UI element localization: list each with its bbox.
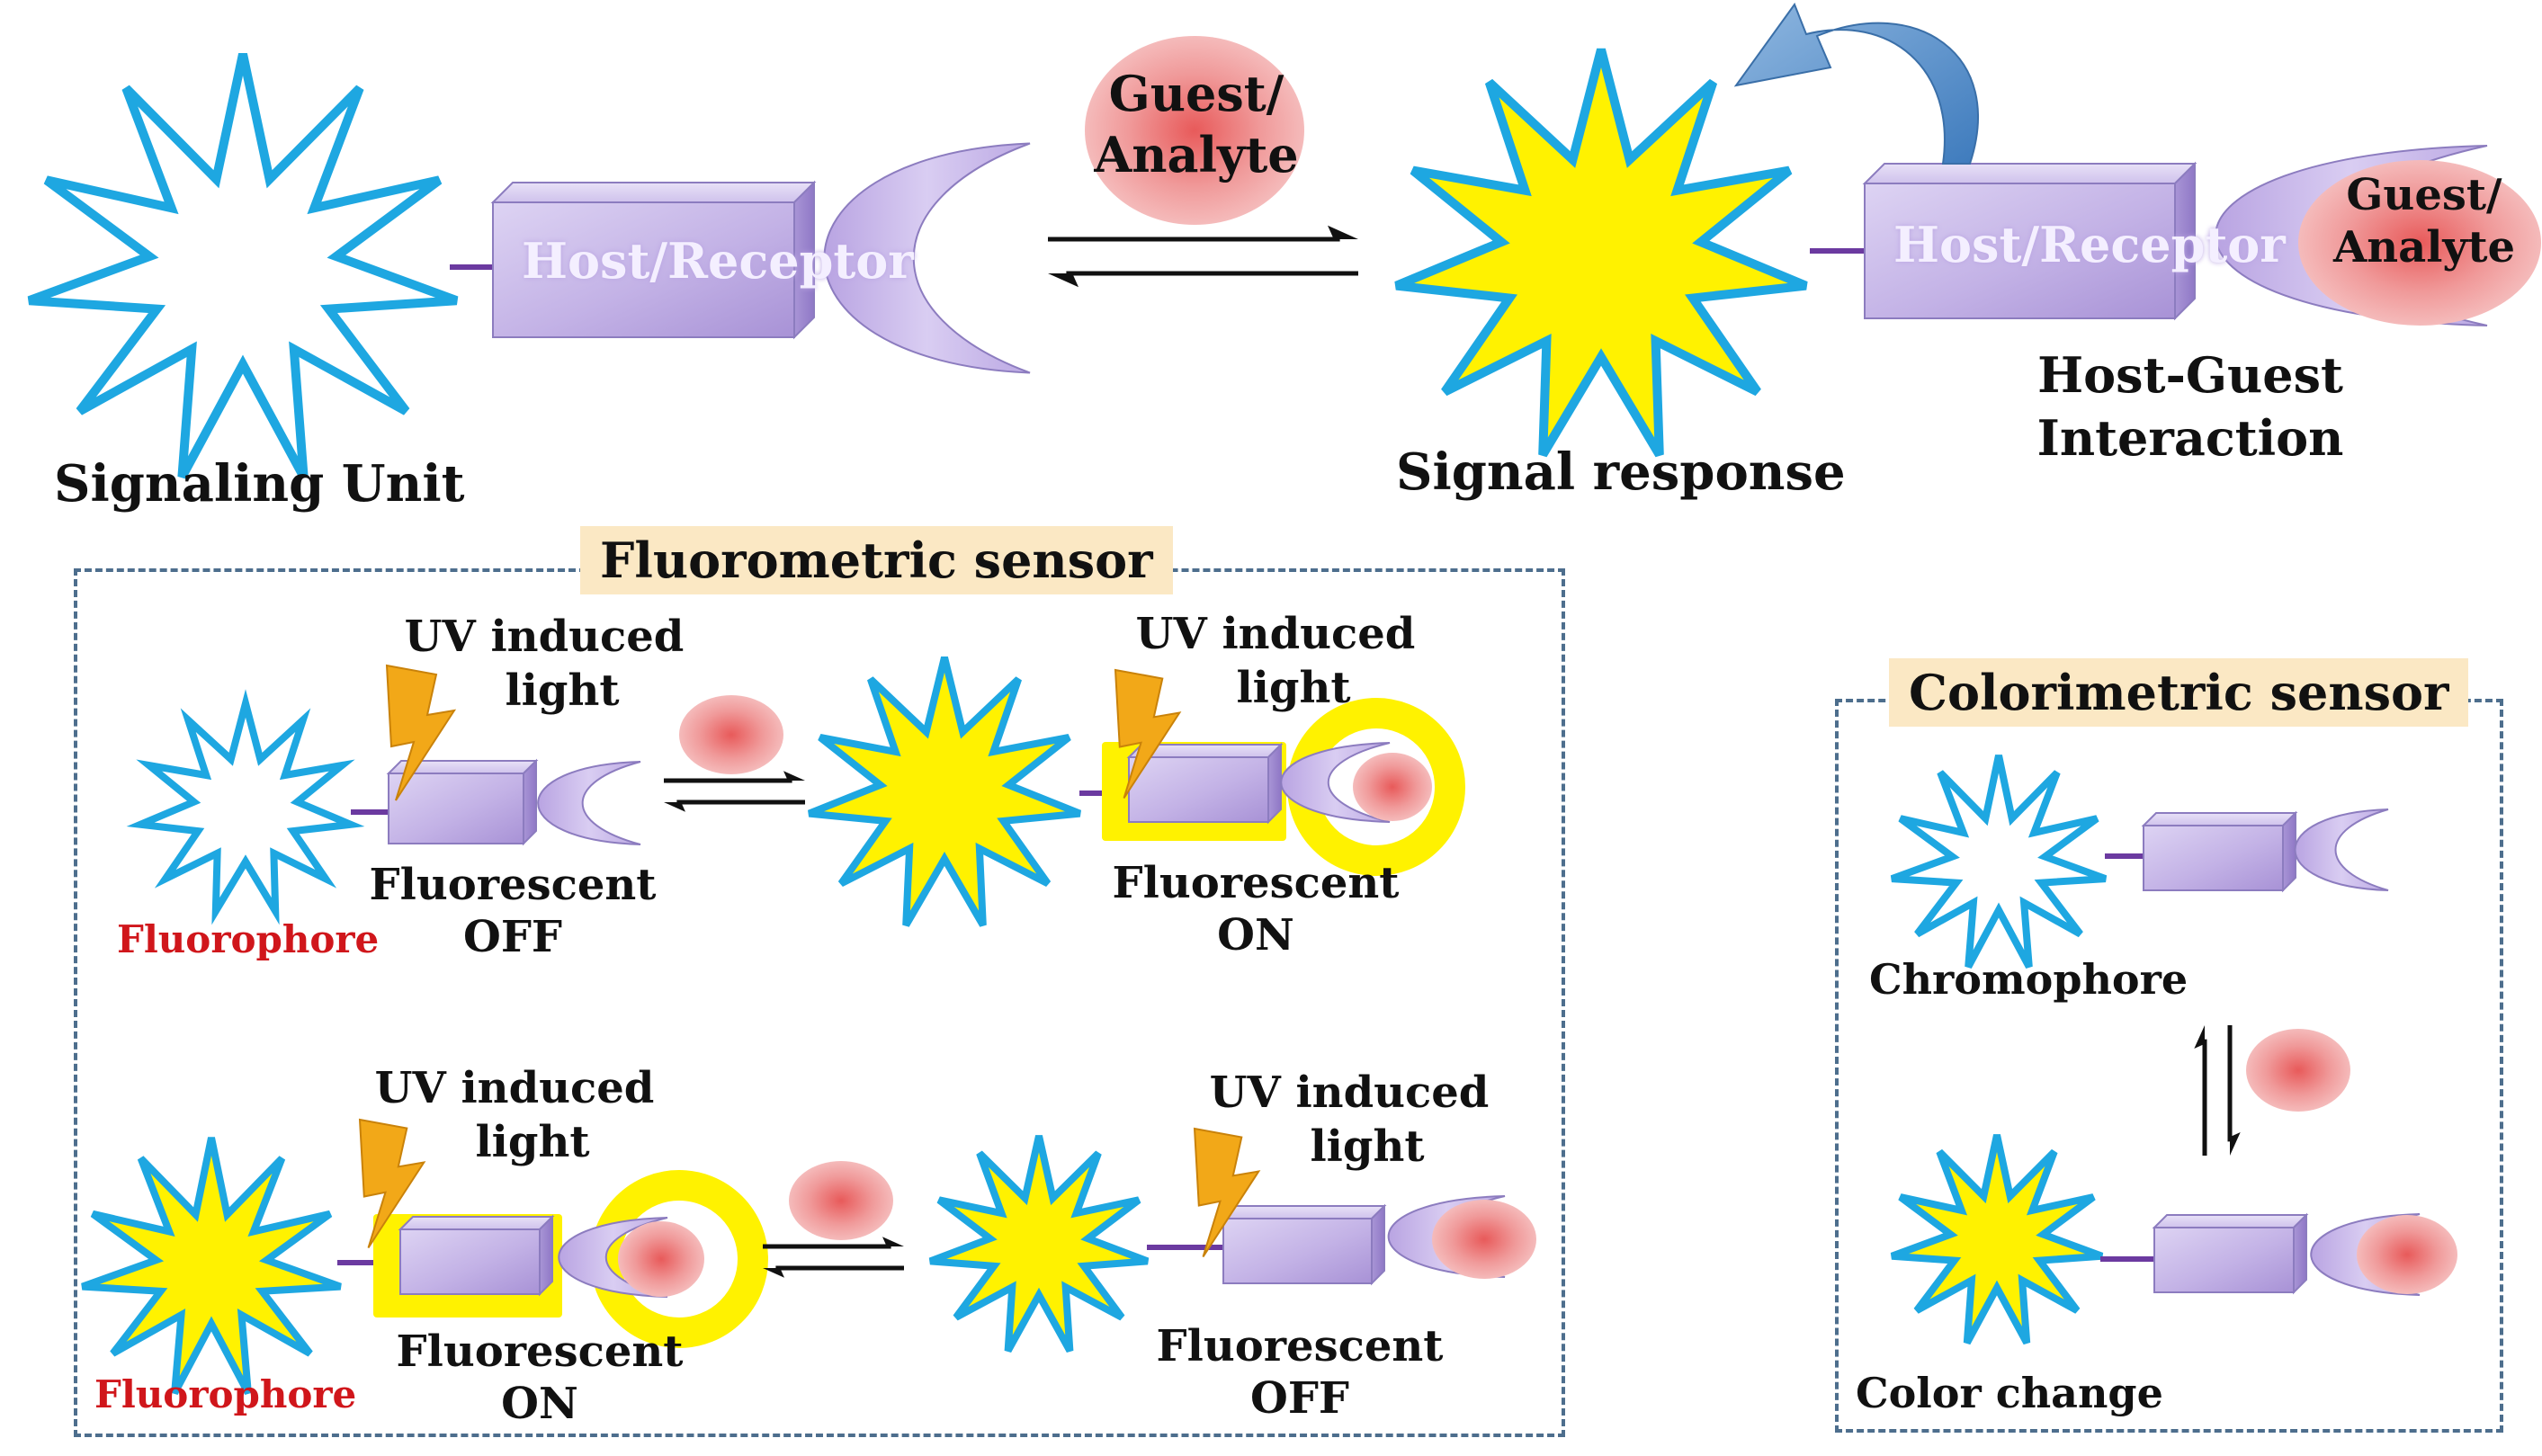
signaling-unit-label: Signaling Unit bbox=[54, 454, 465, 514]
on-text: ON bbox=[501, 1379, 578, 1429]
uv-text: UV induced bbox=[1135, 609, 1416, 659]
lightning-icon bbox=[385, 664, 457, 801]
colorimetric-sensor-title: Colorimetric sensor bbox=[1889, 658, 2469, 727]
light-text: light bbox=[1236, 663, 1351, 713]
lightning-icon bbox=[358, 1118, 426, 1249]
analyte-ball bbox=[1432, 1200, 1536, 1279]
host-receptor-block bbox=[492, 201, 795, 338]
state-label-r2-right: Fluorescent OFF bbox=[1156, 1320, 1444, 1425]
fluorophore-star-off bbox=[126, 689, 365, 925]
receptor-block bbox=[2143, 825, 2284, 891]
receptor-block-side bbox=[1371, 1203, 1385, 1286]
light-text: light bbox=[1310, 1121, 1425, 1172]
off-text: OFF bbox=[463, 912, 562, 962]
arrow-head bbox=[763, 1268, 784, 1278]
arrow-head bbox=[2194, 1025, 2205, 1049]
fluorophore-star-on-2 bbox=[81, 1137, 342, 1395]
arrow-head bbox=[1328, 225, 1358, 239]
signal-response-star bbox=[1394, 48, 1808, 458]
arrow-head bbox=[1048, 273, 1079, 288]
color-change-star bbox=[1890, 1134, 2104, 1345]
state-label-r1-right: Fluorescent ON bbox=[1112, 857, 1400, 961]
chromophore-star bbox=[1890, 755, 2108, 969]
light-text: light bbox=[475, 1117, 590, 1167]
state-label-r2-left: Fluorescent ON bbox=[396, 1326, 684, 1430]
receptor-cavity bbox=[1280, 742, 1391, 823]
guest-analyte-bubble bbox=[1085, 36, 1304, 225]
off-text: OFF bbox=[1250, 1373, 1349, 1424]
analyte-ball bbox=[679, 695, 783, 774]
guest-analyte-bound-label: Guest/ Analyte bbox=[2332, 170, 2516, 272]
host-receptor-bound-label: Host/Receptor bbox=[1893, 216, 2286, 273]
lightning-icon bbox=[1193, 1127, 1261, 1258]
analyte-ball bbox=[2246, 1029, 2350, 1112]
receptor-block-side bbox=[2282, 810, 2296, 893]
receptor-block-side bbox=[539, 1214, 553, 1297]
chromophore-label: Chromophore bbox=[1869, 955, 2188, 1004]
receptor-block bbox=[388, 773, 524, 844]
fluorescent-text: Fluorescent bbox=[1112, 858, 1400, 908]
fluorescent-text: Fluorescent bbox=[369, 860, 657, 910]
receptor-block-side bbox=[2293, 1212, 2307, 1295]
guest-analyte-bubble-label: Guest/ Analyte bbox=[1094, 65, 1299, 183]
color-change-label: Color change bbox=[1856, 1369, 2163, 1417]
receptor-cavity bbox=[537, 761, 641, 845]
host-receptor-label: Host/Receptor bbox=[522, 232, 914, 290]
receptor-block-side bbox=[1267, 742, 1282, 825]
on-text: ON bbox=[1217, 910, 1294, 960]
signal-response-label: Signal response bbox=[1396, 442, 1846, 502]
uv-light-label-r1-left: UV induced light bbox=[400, 610, 688, 718]
host-guest-line1: Host-Guest bbox=[2037, 346, 2343, 404]
fluorescent-text: Fluorescent bbox=[396, 1326, 684, 1377]
host-guest-line2: Interaction bbox=[2036, 409, 2344, 467]
receptor-block-top bbox=[490, 182, 817, 203]
analyte-ball bbox=[2357, 1215, 2457, 1294]
receptor-block-top bbox=[1862, 163, 2197, 184]
fluorophore-label-r1: Fluorophore bbox=[117, 917, 380, 961]
analyte-ball bbox=[1353, 753, 1432, 821]
host-guest-interaction-label: Host-Guest Interaction bbox=[2028, 344, 2352, 469]
arrow-head bbox=[664, 802, 685, 812]
colorimetric-sensor-box bbox=[1835, 699, 2503, 1433]
uv-text: UV induced bbox=[374, 1063, 655, 1113]
fluorophore-star-2 bbox=[928, 1135, 1150, 1353]
host-receptor-cavity bbox=[823, 142, 1031, 374]
uv-text: UV induced bbox=[404, 612, 685, 662]
analyte-ball bbox=[789, 1161, 893, 1240]
arrow-head bbox=[2230, 1132, 2241, 1156]
receptor-block-side bbox=[2174, 161, 2196, 321]
host-receptor-block-bound bbox=[1864, 183, 2176, 319]
fluorometric-sensor-title: Fluorometric sensor bbox=[580, 526, 1173, 594]
uv-text: UV induced bbox=[1209, 1067, 1490, 1118]
analyte-ball bbox=[618, 1221, 704, 1297]
arrow-head bbox=[882, 1237, 904, 1246]
lightning-icon bbox=[1114, 668, 1182, 799]
receptor-cavity bbox=[2294, 808, 2389, 891]
fluorophore-star-on bbox=[808, 657, 1081, 927]
receptor-block-side bbox=[793, 180, 815, 340]
receptor-block bbox=[2153, 1227, 2295, 1293]
receptor-block-side bbox=[523, 758, 537, 846]
state-label-r1-left: Fluorescent OFF bbox=[369, 859, 657, 963]
fluorophore-label-r2: Fluorophore bbox=[94, 1372, 357, 1416]
fluorescent-text: Fluorescent bbox=[1156, 1321, 1444, 1371]
receptor-cavity bbox=[558, 1217, 668, 1298]
light-text: light bbox=[505, 665, 620, 716]
signaling-unit-star bbox=[27, 52, 459, 479]
uv-light-label-r1-right: UV induced light bbox=[1132, 607, 1419, 715]
uv-light-label-r2-left: UV induced light bbox=[371, 1061, 658, 1169]
guest-analyte-bound bbox=[2298, 160, 2541, 326]
uv-light-label-r2-right: UV induced light bbox=[1205, 1066, 1493, 1174]
arrow-head bbox=[783, 771, 805, 781]
curved-feedback-arrow bbox=[1733, 2, 1979, 165]
